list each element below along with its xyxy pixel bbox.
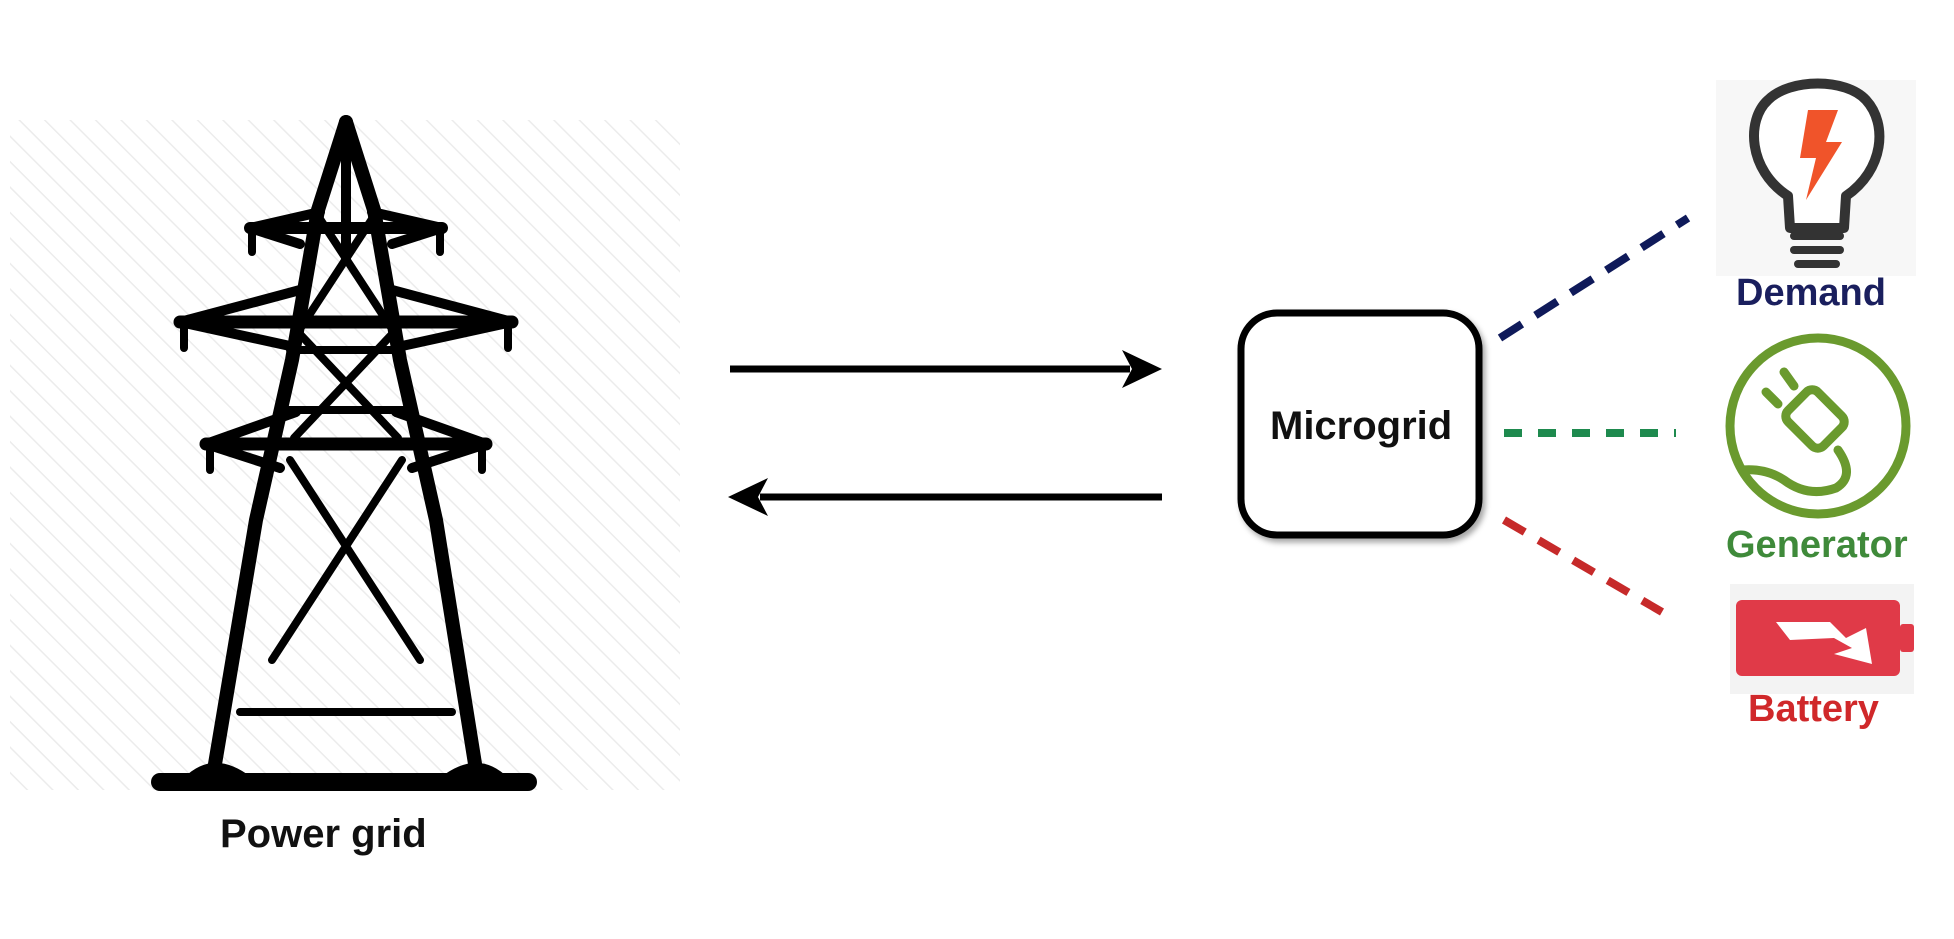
battery-label: Battery xyxy=(1748,688,1879,730)
import-arrow xyxy=(728,478,1162,516)
export-arrow xyxy=(730,350,1162,388)
battery-link xyxy=(1501,516,1665,616)
transmission-tower-icon xyxy=(151,115,537,791)
microgrid-label: Microgrid xyxy=(1270,404,1453,448)
power-grid-label: Power grid xyxy=(220,812,427,856)
demand-link xyxy=(1497,214,1691,342)
battery-icon xyxy=(1730,584,1914,694)
demand-label: Demand xyxy=(1736,272,1886,314)
power-plug-icon xyxy=(1725,333,1911,519)
generator-label: Generator xyxy=(1726,524,1908,566)
light-bulb-icon xyxy=(1716,78,1916,276)
microgrid-box xyxy=(1237,309,1483,539)
